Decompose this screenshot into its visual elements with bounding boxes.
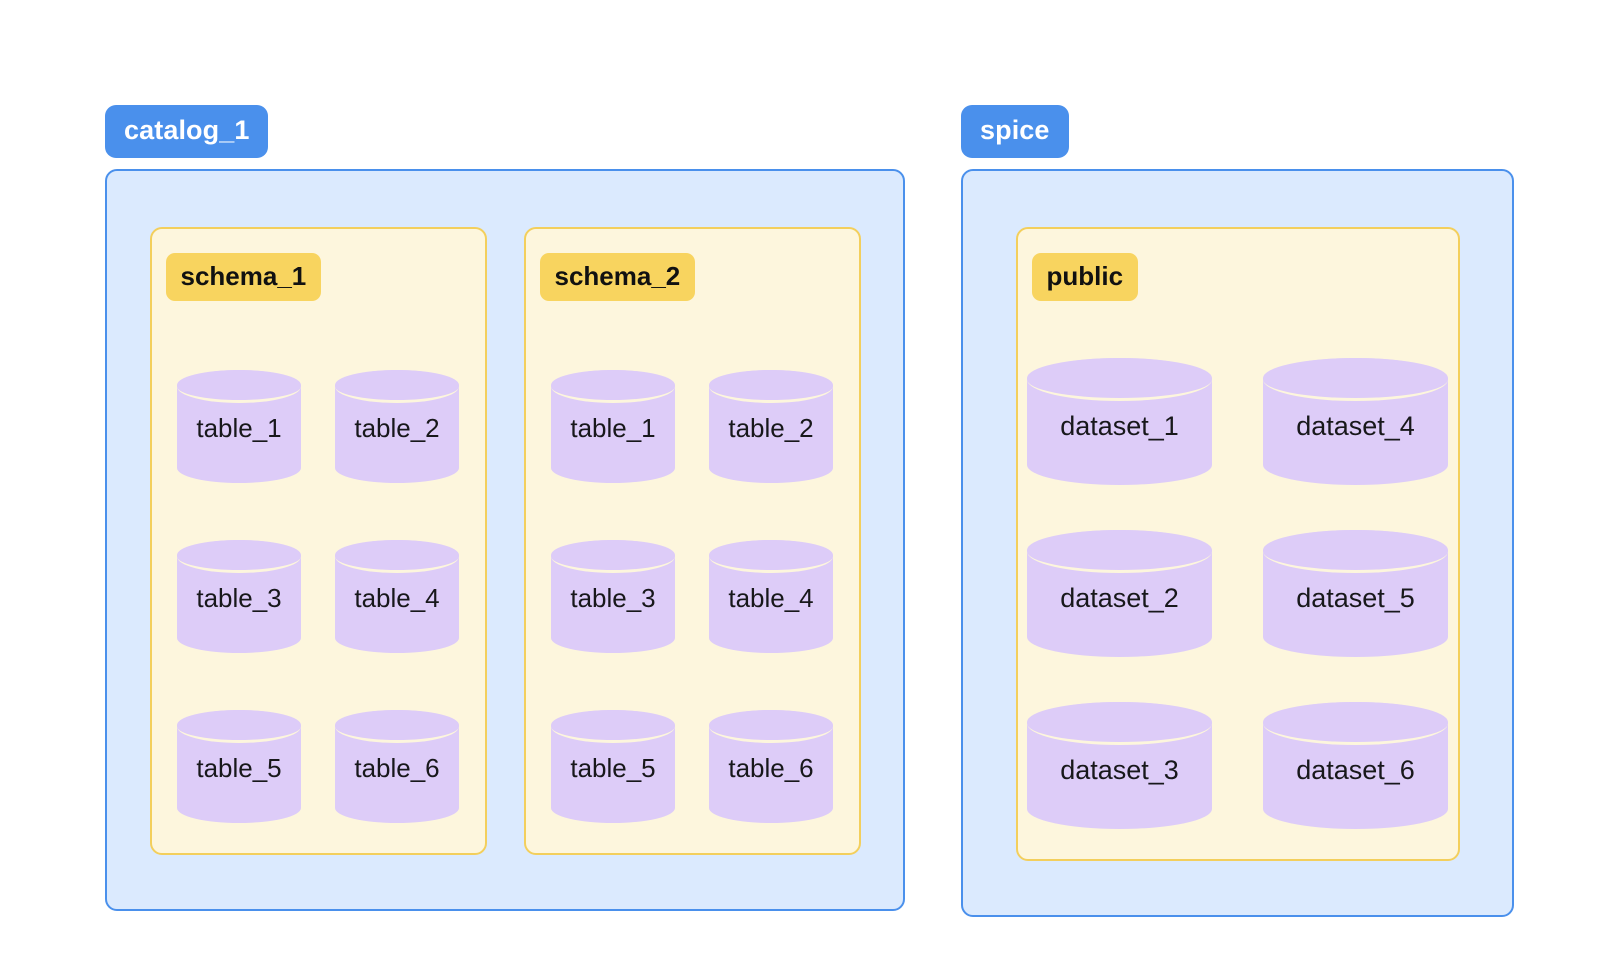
- dataset-cylinder[interactable]: dataset_2: [1002, 485, 1238, 657]
- catalog-group-catalog_1: catalog_1 schema_1 table_1 table_2: [105, 105, 905, 911]
- schema-card-schema_1: schema_1 table_1 table_2 table_3: [149, 227, 487, 855]
- table-cylinder[interactable]: table_3: [160, 483, 318, 653]
- table-cylinder[interactable]: table_3: [534, 483, 692, 653]
- schema-card-schema_2: schema_2 table_1 table_2 table_3: [523, 227, 861, 855]
- schema-badge[interactable]: schema_2: [539, 253, 696, 301]
- cylinder-icon: [709, 710, 833, 823]
- catalog-body: schema_1 table_1 table_2 table_3: [105, 169, 905, 911]
- table-cylinder[interactable]: table_6: [318, 653, 476, 823]
- catalog-body: public dataset_1 dataset_4 dataset_2: [961, 169, 1514, 917]
- schema-badge[interactable]: schema_1: [165, 253, 322, 301]
- cylinder-icon: [177, 370, 301, 483]
- cylinder-icon: [709, 540, 833, 653]
- schema-badge[interactable]: public: [1031, 253, 1139, 301]
- table-cylinder[interactable]: table_4: [692, 483, 850, 653]
- cylinder-icon: [335, 710, 459, 823]
- cylinder-icon: [1027, 358, 1212, 485]
- catalog-badge[interactable]: catalog_1: [105, 105, 269, 158]
- cylinder-icon: [177, 540, 301, 653]
- object-grid: table_1 table_2 table_3 table_4: [526, 313, 859, 823]
- cylinder-icon: [551, 540, 675, 653]
- dataset-cylinder[interactable]: dataset_3: [1002, 657, 1238, 829]
- dataset-cylinder[interactable]: dataset_4: [1238, 313, 1474, 485]
- cylinder-icon: [551, 370, 675, 483]
- table-cylinder[interactable]: table_2: [318, 313, 476, 483]
- table-cylinder[interactable]: table_1: [534, 313, 692, 483]
- cylinder-icon: [1263, 530, 1448, 657]
- cylinder-icon: [1027, 702, 1212, 829]
- catalog-badge[interactable]: spice: [961, 105, 1069, 158]
- table-cylinder[interactable]: table_5: [534, 653, 692, 823]
- cylinder-icon: [551, 710, 675, 823]
- dataset-cylinder[interactable]: dataset_5: [1238, 485, 1474, 657]
- dataset-cylinder[interactable]: dataset_1: [1002, 313, 1238, 485]
- object-grid: table_1 table_2 table_3 table_4: [152, 313, 485, 823]
- catalog-group-spice: spice public dataset_1 dataset_4 dataset: [961, 105, 1514, 917]
- cylinder-icon: [1263, 702, 1448, 829]
- table-cylinder[interactable]: table_2: [692, 313, 850, 483]
- object-grid: dataset_1 dataset_4 dataset_2 dataset_5: [1018, 313, 1458, 829]
- schema-card-public: public dataset_1 dataset_4 dataset_2: [1015, 227, 1460, 861]
- table-cylinder[interactable]: table_6: [692, 653, 850, 823]
- cylinder-icon: [709, 370, 833, 483]
- table-cylinder[interactable]: table_1: [160, 313, 318, 483]
- cylinder-icon: [335, 540, 459, 653]
- cylinder-icon: [335, 370, 459, 483]
- dataset-cylinder[interactable]: dataset_6: [1238, 657, 1474, 829]
- cylinder-icon: [1263, 358, 1448, 485]
- cylinder-icon: [177, 710, 301, 823]
- table-cylinder[interactable]: table_4: [318, 483, 476, 653]
- cylinder-icon: [1027, 530, 1212, 657]
- table-cylinder[interactable]: table_5: [160, 653, 318, 823]
